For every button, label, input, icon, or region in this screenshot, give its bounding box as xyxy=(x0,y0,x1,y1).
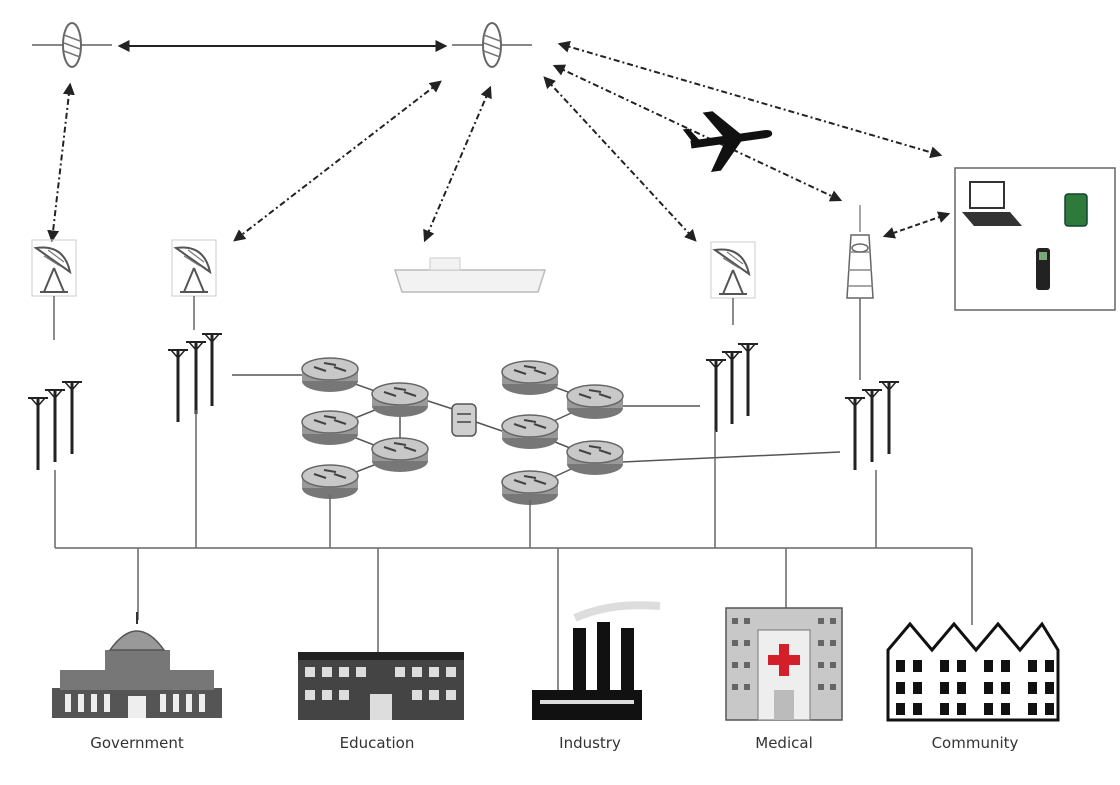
backbone-bus xyxy=(54,410,973,690)
label-education: Education xyxy=(340,734,415,752)
antenna-icon xyxy=(843,380,901,472)
router-icon xyxy=(501,360,559,396)
satellite-links xyxy=(47,40,951,243)
label-medical: Medical xyxy=(755,734,812,752)
antenna-icon xyxy=(26,380,84,472)
antenna-icon xyxy=(704,342,760,434)
router-icon xyxy=(371,437,429,473)
tower-icon xyxy=(846,205,874,299)
airplane-icon xyxy=(682,111,773,173)
router-icon xyxy=(501,414,559,450)
school-icon xyxy=(298,652,464,720)
router-icon xyxy=(301,357,359,393)
satellite-dish-icon xyxy=(31,239,77,297)
switch-icon xyxy=(451,403,477,437)
station-links xyxy=(53,296,861,380)
router-icon xyxy=(301,410,359,446)
satellite-dish-icon xyxy=(710,241,756,299)
hospital-icon xyxy=(725,607,843,721)
router-icon xyxy=(566,384,624,420)
mobile-devices-box xyxy=(954,167,1116,311)
satellite-dish-icon xyxy=(171,239,217,297)
antenna-icon xyxy=(166,332,224,424)
pda-icon xyxy=(1064,193,1088,227)
label-industry: Industry xyxy=(559,734,621,752)
label-government: Government xyxy=(90,734,184,752)
ship-icon xyxy=(393,257,547,293)
satellite-icon xyxy=(31,22,113,68)
factory-icon xyxy=(532,601,661,720)
capitol-icon xyxy=(52,612,222,718)
router-icon xyxy=(501,470,559,506)
router-icon xyxy=(566,440,624,476)
router-icon xyxy=(301,464,359,500)
label-community: Community xyxy=(932,734,1019,752)
router-icon xyxy=(371,382,429,418)
phone-icon xyxy=(1036,248,1050,290)
satellite-icon xyxy=(451,22,533,68)
houses-icon xyxy=(886,621,1060,722)
laptop-icon xyxy=(962,181,1022,226)
